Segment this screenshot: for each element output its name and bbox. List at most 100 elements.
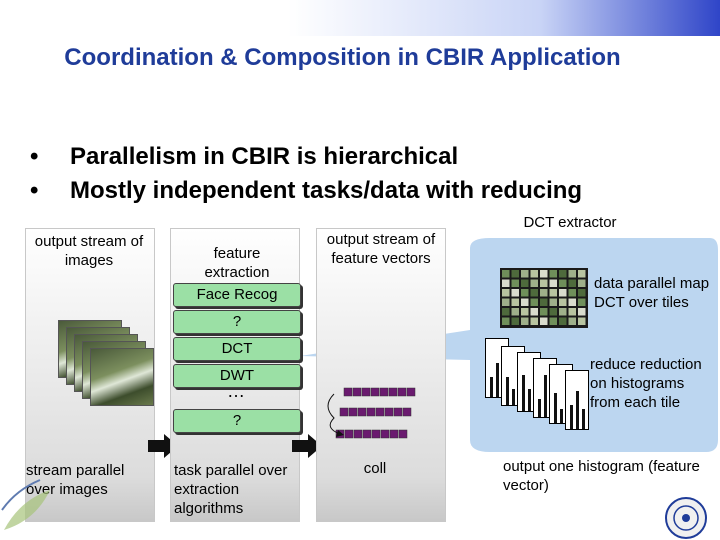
dct-tile xyxy=(502,317,510,325)
feature-vector-label: output stream of feature vectors xyxy=(326,231,436,267)
histogram-stack xyxy=(485,338,595,430)
dct-tile xyxy=(559,298,567,306)
callout-step-output: output one histogram (feature vector) xyxy=(503,458,700,494)
bullet-list: • Parallelism in CBIR is hierarchical • Mo… xyxy=(30,140,582,208)
dct-tile xyxy=(568,308,576,316)
feature-vector-cell xyxy=(353,429,363,439)
feature-vector-cell xyxy=(352,387,362,397)
feature-vector-cell xyxy=(366,407,376,417)
dct-tile xyxy=(568,298,576,306)
callout-step-reduce: reduce reduction on histograms from each… xyxy=(590,356,702,411)
dct-tile xyxy=(502,289,510,297)
dct-tile xyxy=(502,270,510,278)
bullet-text: Parallelism in CBIR is hierarchical xyxy=(70,143,459,170)
dct-tile xyxy=(568,289,576,297)
feature-vector-cell xyxy=(362,429,372,439)
dct-tile xyxy=(511,298,519,306)
bullet-item: • Mostly independent tasks/data with redu… xyxy=(30,174,582,208)
dct-tile xyxy=(578,308,586,316)
dct-tile xyxy=(578,298,586,306)
feature-vector-cell xyxy=(384,407,394,417)
feature-vector-cell xyxy=(379,387,389,397)
dct-tile xyxy=(540,298,548,306)
task-parallel-label: task parallel over extraction algorithms xyxy=(174,462,288,517)
dct-tile xyxy=(540,270,548,278)
extractor-dwt: DWT xyxy=(173,364,301,388)
dct-tile xyxy=(530,279,538,287)
dct-tile xyxy=(530,270,538,278)
header-gradient-band xyxy=(0,0,720,36)
dct-tile xyxy=(530,298,538,306)
image-thumbnail xyxy=(90,348,154,406)
feature-vector-cell xyxy=(357,407,367,417)
dct-tile xyxy=(568,270,576,278)
dct-tile xyxy=(568,317,576,325)
dct-tile xyxy=(502,298,510,306)
dct-tile xyxy=(549,289,557,297)
dct-tile xyxy=(511,308,519,316)
dct-tile xyxy=(540,279,548,287)
bullet-dot: • xyxy=(30,143,39,170)
dct-tile xyxy=(549,308,557,316)
dct-tile xyxy=(521,317,529,325)
dct-tile xyxy=(540,317,548,325)
dct-tile xyxy=(559,289,567,297)
bullet-text: Mostly independent tasks/data with reduc… xyxy=(70,177,583,204)
dct-tile-grid xyxy=(500,268,588,328)
feature-vector-cell xyxy=(398,429,408,439)
dct-tile xyxy=(540,289,548,297)
extractor-ellipsis: … xyxy=(227,381,245,401)
dct-tile xyxy=(530,317,538,325)
dct-tile xyxy=(530,308,538,316)
histogram-tile xyxy=(565,370,589,430)
dct-tile xyxy=(549,279,557,287)
extractor-dct: DCT xyxy=(173,337,301,361)
feature-vector-cell xyxy=(370,387,380,397)
feature-vector-cell xyxy=(402,407,412,417)
feature-vector-cell xyxy=(339,407,349,417)
dct-tile xyxy=(549,317,557,325)
dct-tile xyxy=(578,289,586,297)
dct-tile xyxy=(521,279,529,287)
image-stream-label: output stream of images xyxy=(34,233,144,269)
callout-title: DCT extractor xyxy=(523,214,617,231)
feature-extraction-label: feature extraction xyxy=(204,245,270,281)
feature-vector-cell xyxy=(361,387,371,397)
leaf-logo-icon xyxy=(1,479,50,530)
feature-vector-cell xyxy=(393,407,403,417)
dct-tile xyxy=(559,308,567,316)
bullet-item: • Parallelism in CBIR is hierarchical xyxy=(30,140,582,174)
dct-tile xyxy=(578,279,586,287)
feature-vector-cell xyxy=(375,407,385,417)
feature-vector-cell xyxy=(388,387,398,397)
feature-vector-cell xyxy=(406,387,416,397)
extractor-face-recog: Face Recog xyxy=(173,283,301,307)
dct-tile xyxy=(530,289,538,297)
dct-tile xyxy=(521,289,529,297)
feature-vector-column xyxy=(316,228,446,522)
feature-vector-cell xyxy=(348,407,358,417)
coll-label: coll xyxy=(363,460,387,477)
arrow-right-icon xyxy=(292,434,322,458)
dct-tile xyxy=(511,279,519,287)
slide-title: Coordination & Composition in CBIR Appli… xyxy=(64,44,621,71)
bullet-dot: • xyxy=(30,177,39,204)
feature-vector-cell xyxy=(397,387,407,397)
feature-vector-cell xyxy=(343,387,353,397)
dct-tile xyxy=(521,308,529,316)
feature-vector-cell xyxy=(389,429,399,439)
dct-tile xyxy=(559,270,567,278)
stream-parallel-label: stream parallel over images xyxy=(26,462,125,498)
dct-tile xyxy=(559,279,567,287)
feature-vector-stack xyxy=(327,387,416,439)
dct-callout-bubble xyxy=(300,238,718,452)
dct-tile xyxy=(511,289,519,297)
dct-tile xyxy=(578,270,586,278)
dct-tile xyxy=(521,270,529,278)
dct-tile xyxy=(540,308,548,316)
extractor-unknown-2: ? xyxy=(173,409,301,433)
dct-tile xyxy=(521,298,529,306)
dct-tile xyxy=(559,317,567,325)
dct-tile xyxy=(511,317,519,325)
dct-tile xyxy=(502,279,510,287)
